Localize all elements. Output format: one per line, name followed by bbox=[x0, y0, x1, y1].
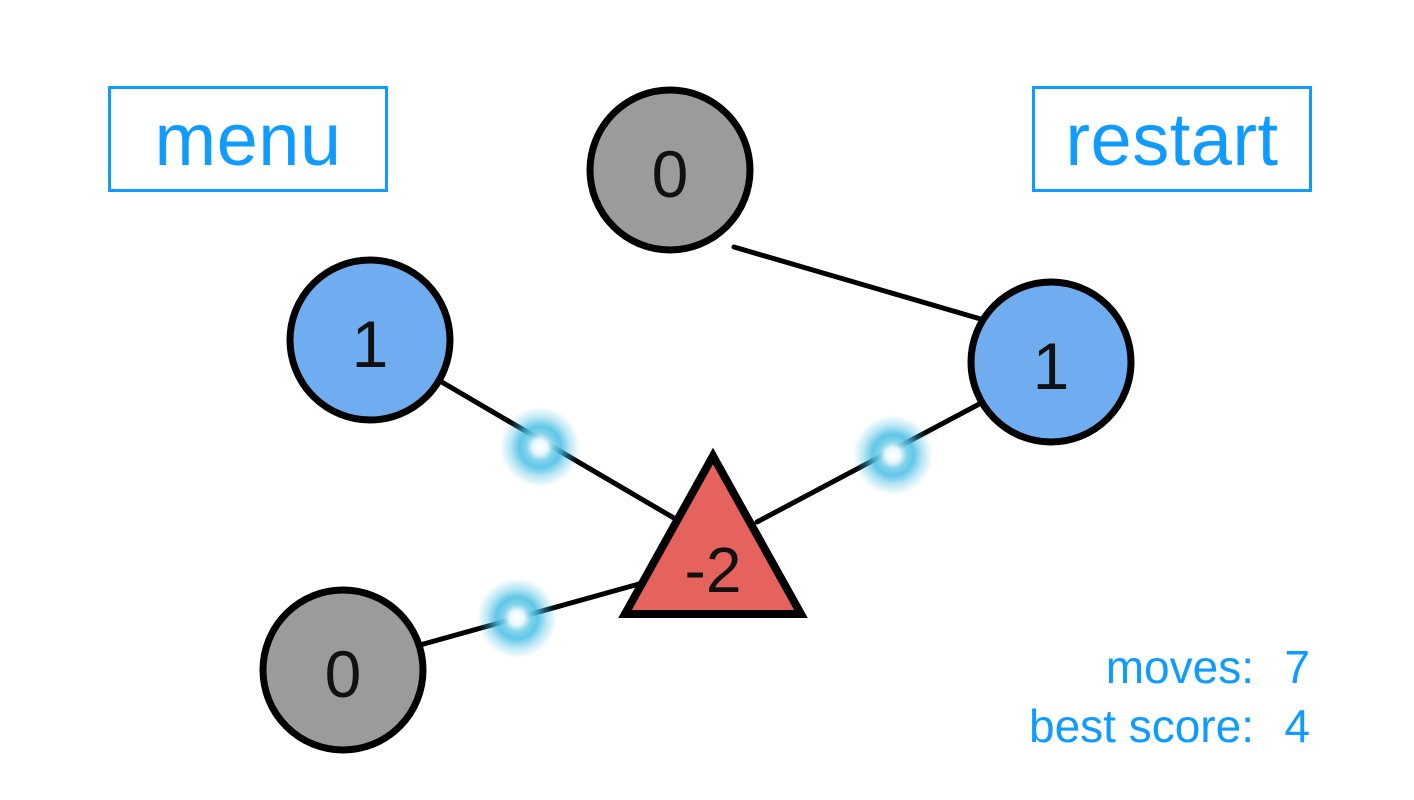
edge-glow-marker-rightblue-triangle[interactable] bbox=[853, 415, 933, 495]
menu-button[interactable]: menu bbox=[108, 86, 388, 192]
edge-glow-marker-leftblue-triangle[interactable] bbox=[500, 407, 580, 487]
triangle-shape[interactable] bbox=[618, 447, 808, 618]
moves-row: moves: 7 bbox=[1029, 638, 1310, 697]
restart-button[interactable]: restart bbox=[1032, 86, 1312, 192]
edge-glow-marker-bottomgray-triangle[interactable] bbox=[477, 578, 557, 658]
moves-value: 7 bbox=[1284, 641, 1310, 694]
score-panel: moves: 7 best score: 4 bbox=[1029, 638, 1310, 756]
node-circle[interactable] bbox=[586, 86, 754, 254]
node-circle[interactable] bbox=[286, 256, 454, 424]
best-score-value: 4 bbox=[1284, 700, 1310, 753]
moves-label: moves: bbox=[1105, 641, 1254, 694]
node-right-blue[interactable]: 1 bbox=[967, 278, 1135, 446]
best-score-row: best score: 4 bbox=[1029, 697, 1310, 756]
node-layer: 0 1 1 0 -2 bbox=[259, 86, 1135, 754]
node-left-blue[interactable]: 1 bbox=[286, 256, 454, 424]
node-circle[interactable] bbox=[967, 278, 1135, 446]
best-score-label: best score: bbox=[1029, 700, 1254, 753]
node-bottom-gray[interactable]: 0 bbox=[259, 586, 427, 754]
node-top-gray[interactable]: 0 bbox=[586, 86, 754, 254]
node-triangle[interactable]: -2 bbox=[618, 447, 808, 618]
node-circle[interactable] bbox=[259, 586, 427, 754]
edge-topgray-rightblue[interactable] bbox=[731, 244, 987, 323]
edge-marker-layer bbox=[477, 407, 933, 658]
